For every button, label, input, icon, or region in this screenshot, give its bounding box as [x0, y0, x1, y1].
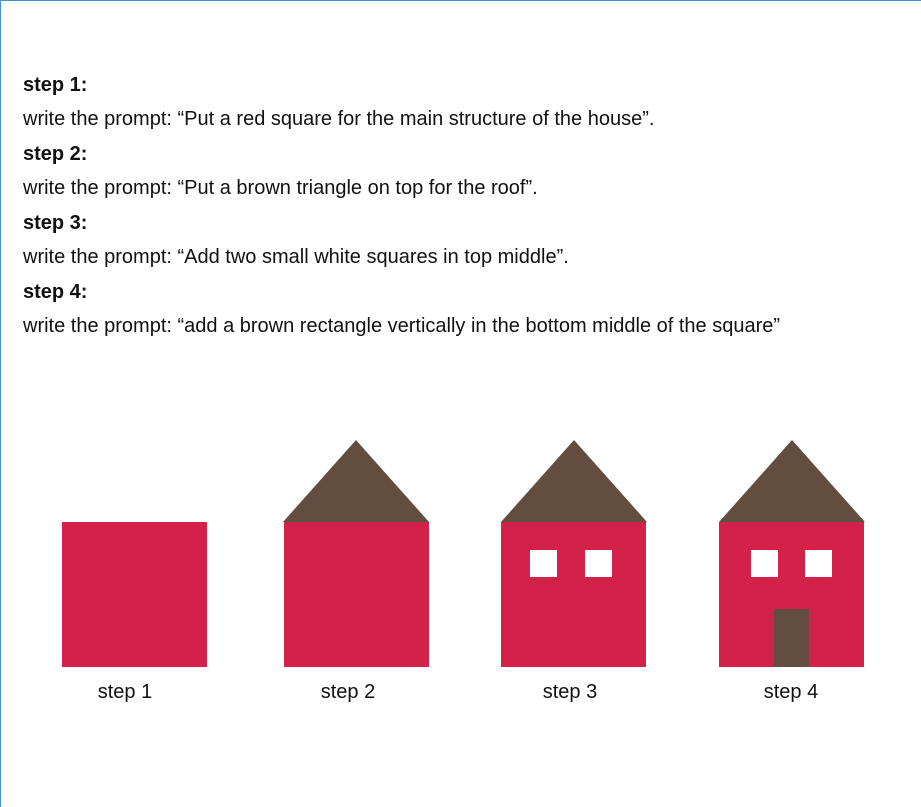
- house-step-3: [501, 440, 647, 667]
- house-label-step-4: step 4: [763, 681, 819, 703]
- roof-triangle: [501, 440, 647, 522]
- window-right: [805, 550, 832, 577]
- step-2: step 2: write the prompt: “Put a brown t…: [23, 137, 913, 206]
- step-2-title: step 2:: [23, 143, 88, 165]
- step-4-text: write the prompt: “add a brown rectangle…: [23, 315, 781, 337]
- house-label-step-2: step 2: [320, 681, 376, 703]
- step-4: step 4: write the prompt: “add a brown r…: [23, 275, 913, 344]
- house-label-step-1: step 1: [97, 681, 153, 703]
- window-left: [751, 550, 778, 577]
- house-step-1: [62, 522, 207, 667]
- step-3-title: step 3:: [23, 212, 88, 234]
- step-2-text: write the prompt: “Put a brown triangle …: [23, 177, 538, 199]
- window-left: [530, 550, 557, 577]
- roof-triangle: [283, 440, 429, 522]
- window-right: [585, 550, 612, 577]
- wall-square: [62, 522, 207, 667]
- roof-triangle: [719, 440, 865, 522]
- step-3: step 3: write the prompt: “Add two small…: [23, 206, 913, 275]
- step-1-text: write the prompt: “Put a red square for …: [23, 108, 655, 130]
- house-step-4: [719, 440, 865, 667]
- step-1: step 1: write the prompt: “Put a red squ…: [23, 68, 913, 137]
- wall-square: [284, 522, 429, 667]
- instructions: step 1: write the prompt: “Put a red squ…: [23, 68, 913, 344]
- house-label-step-3: step 3: [542, 681, 598, 703]
- step-1-title: step 1:: [23, 74, 88, 96]
- door: [774, 609, 809, 667]
- house-step-2: [283, 440, 429, 667]
- wall-square: [501, 522, 646, 667]
- step-3-text: write the prompt: “Add two small white s…: [23, 246, 569, 268]
- step-4-title: step 4:: [23, 281, 88, 303]
